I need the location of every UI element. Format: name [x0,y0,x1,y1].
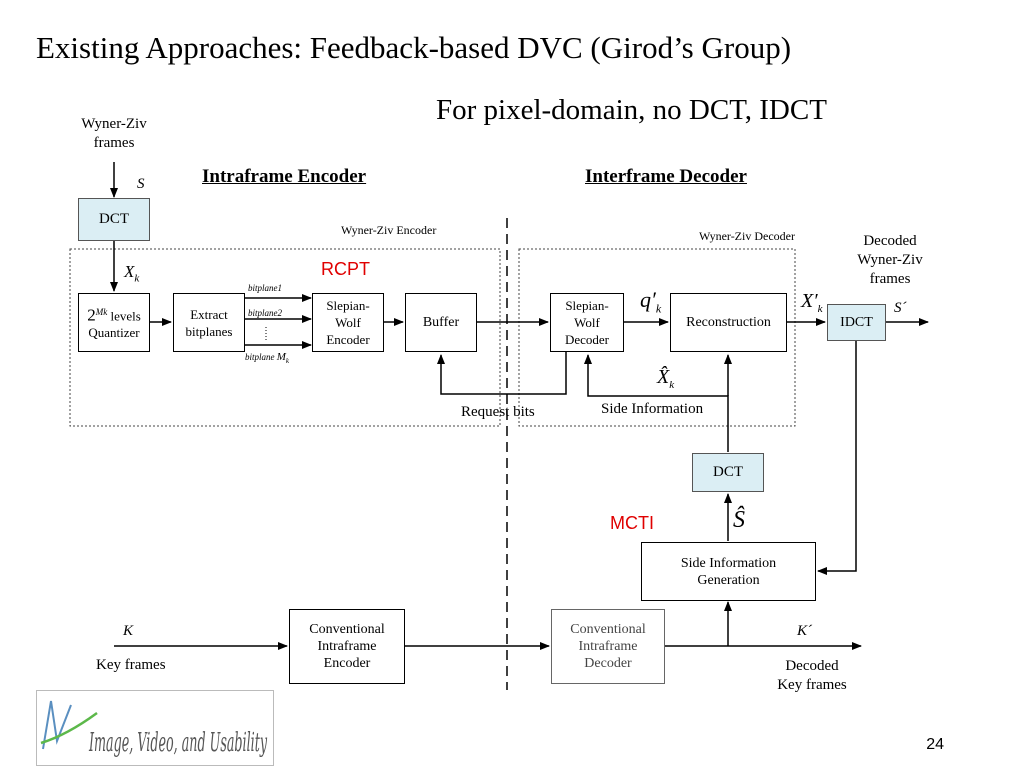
wz-decoder-label: Wyner-Ziv Decoder [699,229,795,243]
reconstruction-block: Reconstruction [670,293,787,352]
wz-encoder-label: Wyner-Ziv Encoder [341,223,437,237]
idct-block: IDCT [827,304,886,341]
wz-encoder-region [69,248,501,427]
ivu-logo-mark: Image, Video, and Usability [40,700,268,758]
key-frames-label: Key frames [96,657,166,673]
x-hat-symbol: X̂k [657,366,675,391]
slide-subtitle: For pixel-domain, no DCT, IDCT [436,94,827,126]
side-information-label: Side Information [601,401,704,417]
bitplane-m-label: bitplane Mk [245,351,290,365]
k-prime-symbol: K´ [797,623,812,639]
slide-title: Existing Approaches: Feedback-based DVC … [36,30,792,65]
s-prime-symbol: S´ [894,300,907,316]
k-input-symbol: K [123,623,134,639]
request-bits-label: Request bits [461,404,535,420]
interframe-decoder-heading: Interframe Decoder [585,166,747,187]
intraframe-encoder-heading: Intraframe Encoder [202,166,367,187]
arrow-idct-to-sig [817,341,857,575]
request-bits-feedback [437,352,567,395]
s-hat-symbol: Ŝ [733,507,745,533]
rcpt-annotation: RCPT [321,259,370,279]
mcti-annotation: MCTI [610,513,654,533]
page-number: 24 [926,736,944,753]
side-info-line [584,354,729,452]
buffer-block: Buffer [405,293,477,352]
dct-block-side-info: DCT [692,453,764,492]
quantizer-block: 2Mk levels Quantizer [78,293,150,352]
dct-block-top: DCT [78,198,150,241]
xk-prime-symbol: X′k [801,290,823,315]
bitplane1-label: bitplane1 [248,283,282,293]
s-input-symbol: S [137,176,145,192]
wz-decoder-region [518,248,796,427]
bitplane2-label: bitplane2 [248,308,282,318]
ivu-logo: Image, Video, and Usability [36,690,274,766]
qk-symbol: q′k [640,287,662,316]
logo-text: Image, Video, and Usability [89,728,268,758]
xk-symbol: Xk [124,262,140,285]
